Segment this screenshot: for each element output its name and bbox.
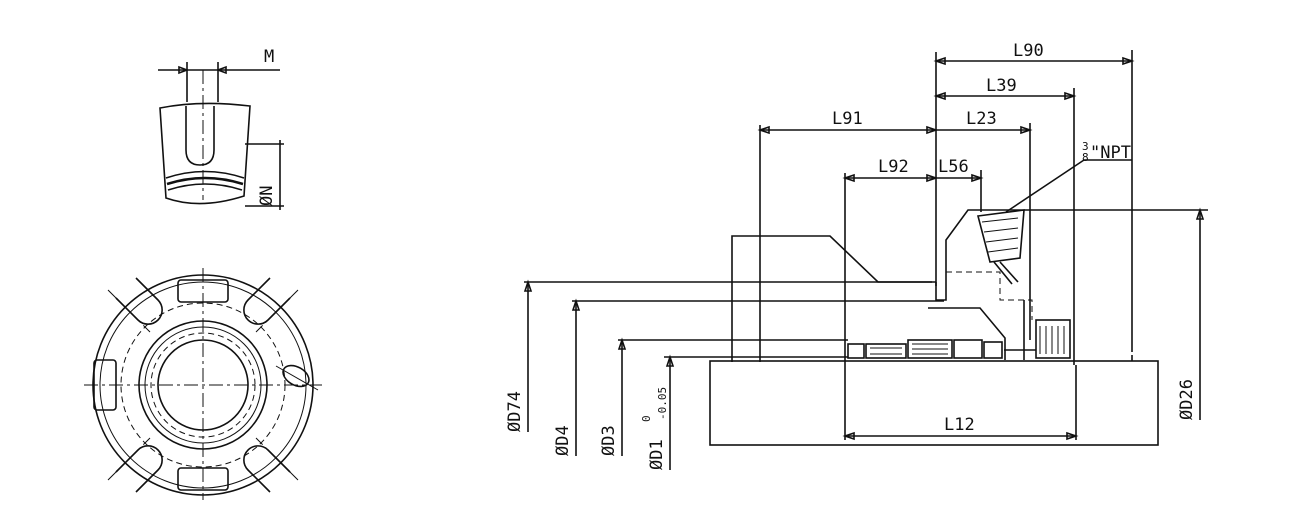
slot-detail-view: M ØN xyxy=(158,47,284,210)
label-npt-num: 3 xyxy=(1082,140,1089,153)
label-l90: L90 xyxy=(1013,41,1044,61)
label-l23: L23 xyxy=(966,109,997,129)
label-l39: L39 xyxy=(986,76,1017,96)
label-phi-d3: ØD3 xyxy=(599,425,619,456)
front-view xyxy=(84,268,322,500)
section-view: L90 L39 L91 L23 L92 L56 3 8 "NPT ØD74 Ø xyxy=(505,41,1208,470)
label-phi-d26: ØD26 xyxy=(1177,379,1197,420)
label-d1-tol-lower: -0.05 xyxy=(656,387,669,420)
label-phi-d74: ØD74 xyxy=(505,391,525,432)
label-d1-tol-upper: 0 xyxy=(640,415,653,422)
label-m: M xyxy=(264,47,274,67)
label-l92: L92 xyxy=(878,157,909,177)
label-l12: L12 xyxy=(944,415,975,435)
label-l56: L56 xyxy=(938,157,969,177)
label-phi-n: ØN xyxy=(257,186,277,206)
label-phi-d4: ØD4 xyxy=(553,425,573,456)
label-phi-d1: ØD1 xyxy=(647,439,667,470)
label-npt: "NPT xyxy=(1090,143,1131,163)
label-npt-den: 8 xyxy=(1082,151,1089,164)
label-l91: L91 xyxy=(832,109,863,129)
